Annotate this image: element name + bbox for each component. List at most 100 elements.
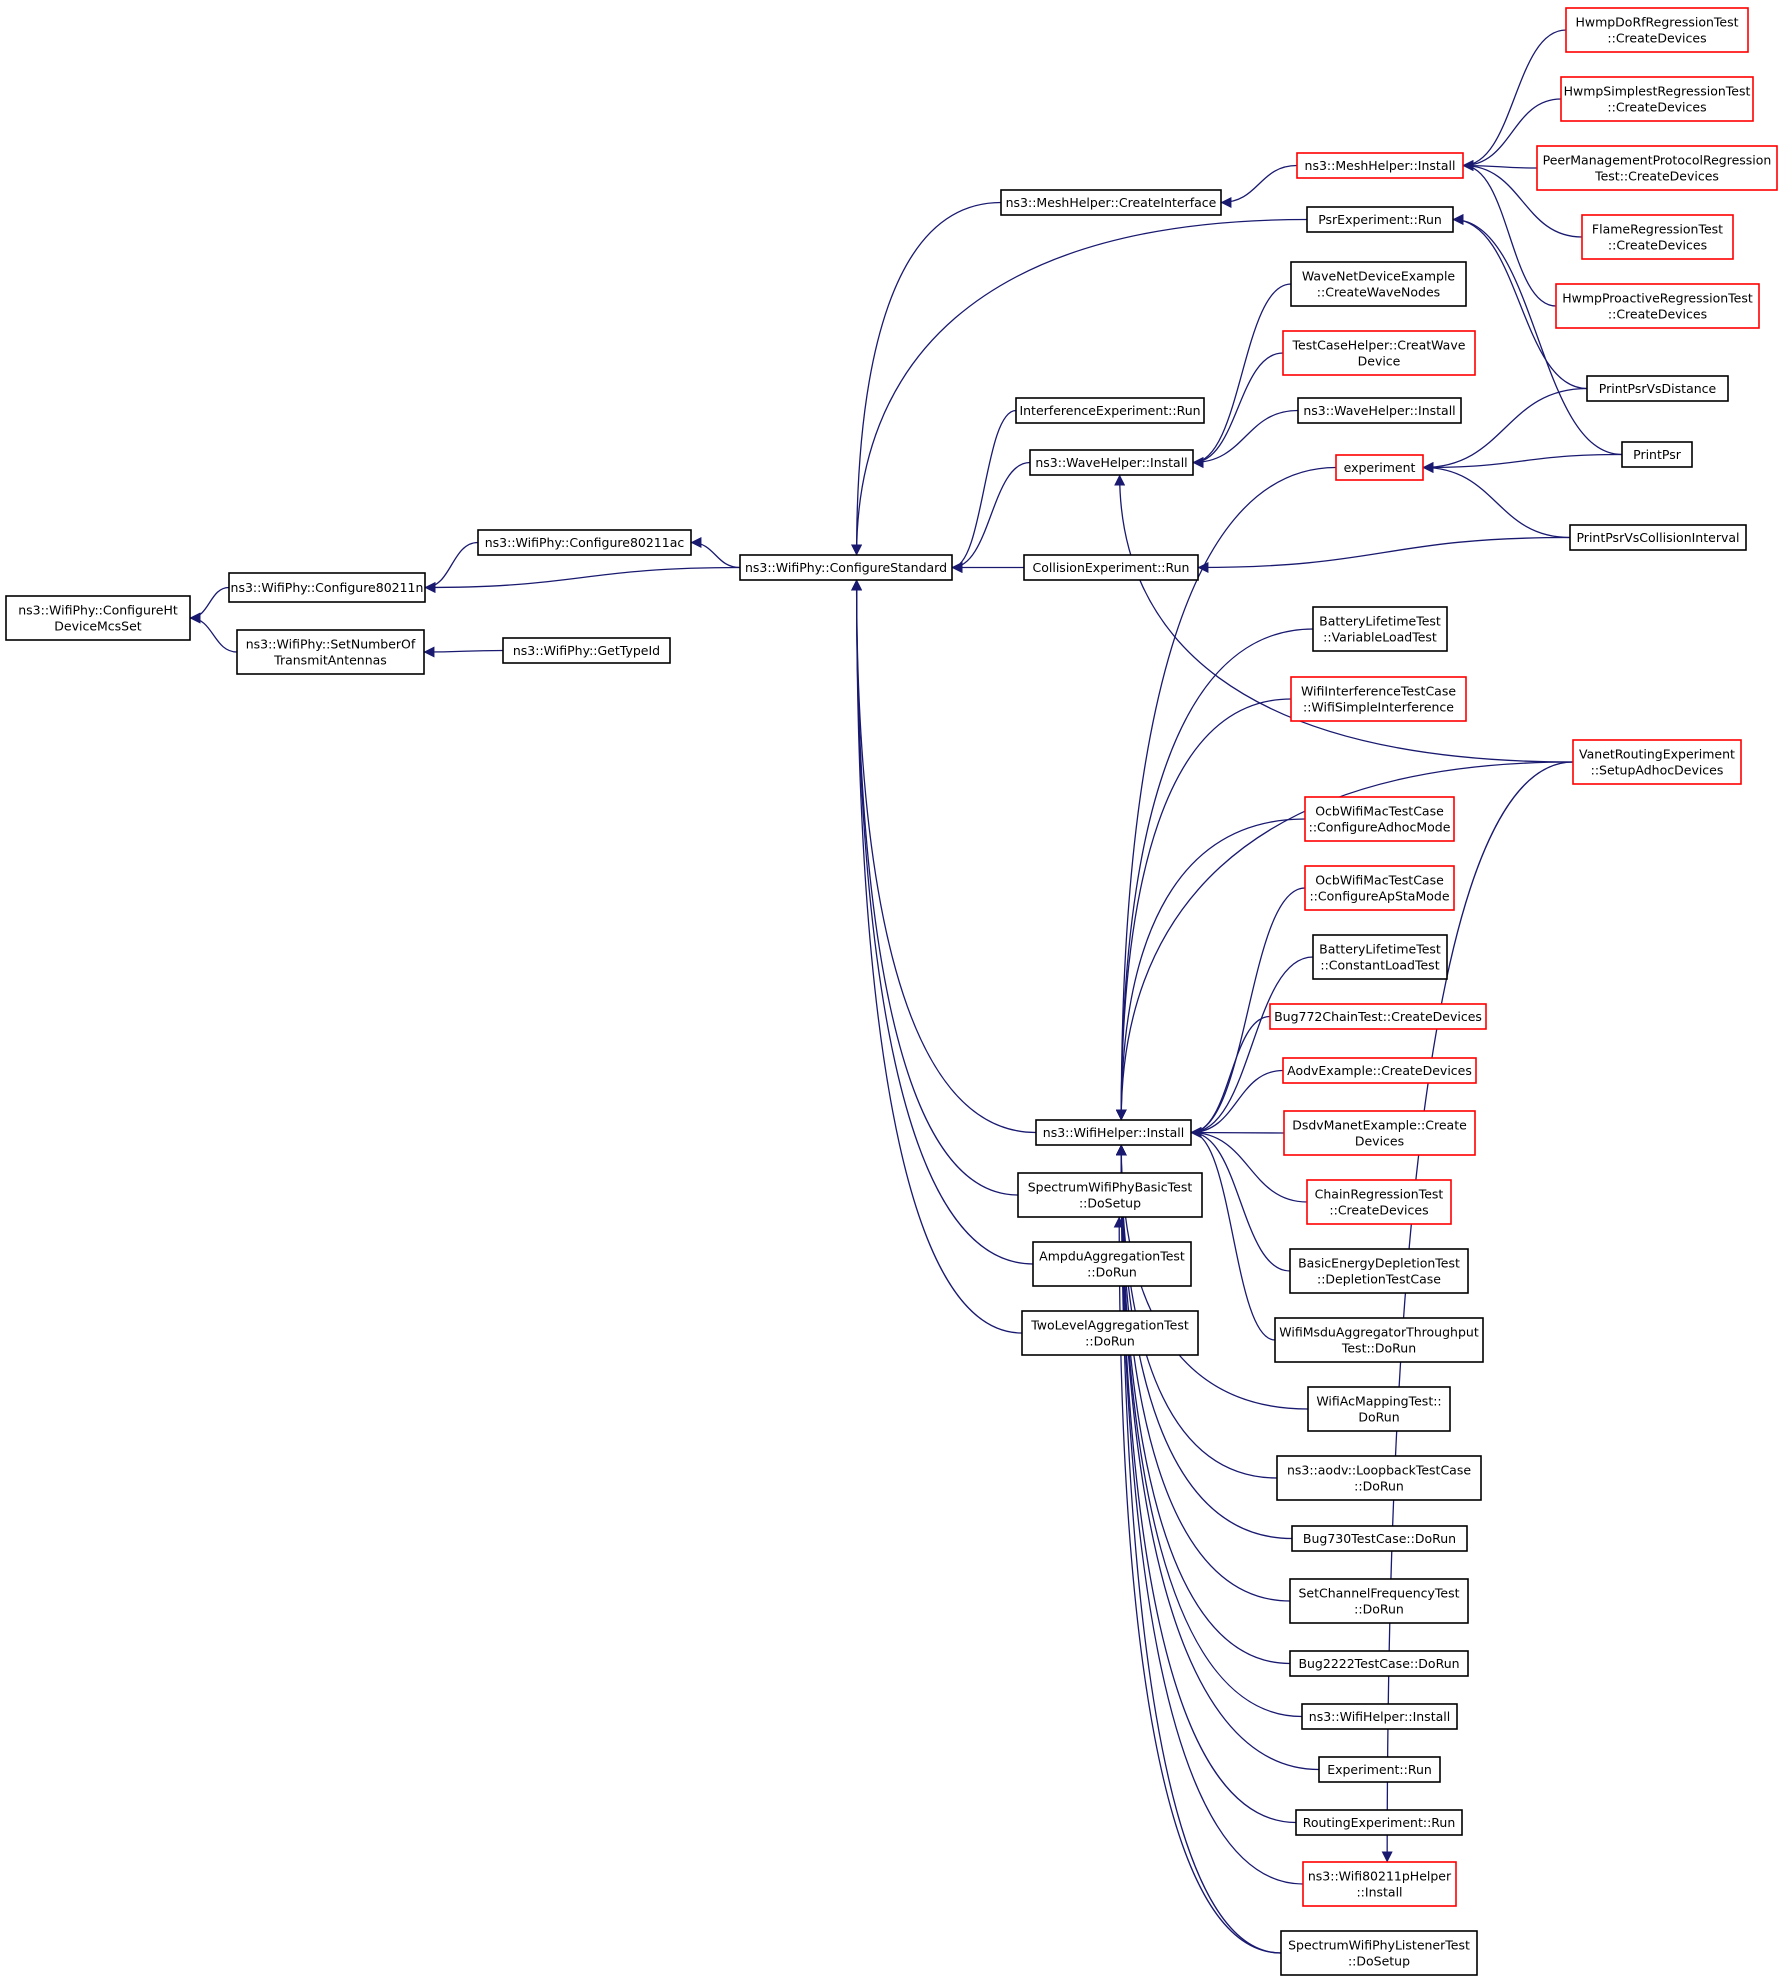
- node-box: [1569, 524, 1747, 551]
- node-wifiAcMapping[interactable]: WifiAcMappingTest::DoRun: [1307, 1386, 1451, 1432]
- node-twoLevel[interactable]: TwoLevelAggregationTest::DoRun: [1021, 1310, 1199, 1356]
- edge-testCaseHelper-to-waveInstall: [1192, 352, 1284, 468]
- node-setNumTx[interactable]: ns3::WifiPhy::SetNumberOfTransmitAntenna…: [236, 629, 425, 675]
- node-ampdu[interactable]: AmpduAggregationTest::DoRun: [1032, 1241, 1192, 1287]
- node-box: [1015, 397, 1205, 424]
- node-experiment[interactable]: experiment: [1335, 454, 1424, 481]
- node-waveHelperInstall2[interactable]: ns3::WaveHelper::Install: [1297, 397, 1462, 424]
- node-label: HwmpDoRfRegressionTest: [1575, 15, 1738, 30]
- node-label: WifiMsduAggregatorThroughput: [1279, 1325, 1479, 1340]
- node-interfExpRun[interactable]: InterferenceExperiment::Run: [1015, 397, 1205, 424]
- node-bug730[interactable]: Bug730TestCase::DoRun: [1291, 1525, 1468, 1552]
- node-bug772[interactable]: Bug772ChainTest::CreateDevices: [1269, 1003, 1487, 1030]
- node-label: Device: [1358, 354, 1401, 369]
- node-box: [1283, 1110, 1476, 1156]
- node-label: Bug2222TestCase::DoRun: [1298, 1656, 1459, 1671]
- edge-meshInstall-to-meshCreateIf: [1220, 164, 1298, 208]
- node-c80211n[interactable]: ns3::WifiPhy::Configure80211n: [228, 572, 426, 603]
- node-c80211ac[interactable]: ns3::WifiPhy::Configure80211ac: [477, 529, 692, 556]
- edge-printPsrVsDist-to-psrExpRun: [1452, 214, 1588, 390]
- node-hwmpDoRf[interactable]: HwmpDoRfRegressionTest::CreateDevices: [1565, 7, 1749, 53]
- node-box: [1555, 283, 1760, 329]
- node-wifi80211p[interactable]: ns3::Wifi80211pHelper::Install: [1302, 1861, 1457, 1907]
- edge-interfExpRun-to-configStd: [951, 409, 1017, 573]
- node-peerMgmt[interactable]: PeerManagementProtocolRegressionTest::Cr…: [1536, 145, 1778, 191]
- node-label: DsdvManetExample::Create: [1292, 1118, 1467, 1133]
- node-waveInstall[interactable]: ns3::WaveHelper::Install: [1029, 449, 1194, 476]
- node-label: PrintPsr: [1633, 447, 1682, 462]
- node-basicEnergy[interactable]: BasicEnergyDepletionTest::DepletionTestC…: [1289, 1248, 1469, 1294]
- node-hwmpSimplest[interactable]: HwmpSimplestRegressionTest::CreateDevice…: [1560, 76, 1754, 122]
- node-meshCreateIf[interactable]: ns3::MeshHelper::CreateInterface: [1000, 189, 1222, 216]
- node-box: [1290, 261, 1467, 307]
- node-label: PeerManagementProtocolRegression: [1543, 153, 1772, 168]
- node-box: [5, 595, 191, 641]
- node-chainRegr[interactable]: ChainRegressionTest::CreateDevices: [1306, 1179, 1452, 1225]
- node-printPsrVsDist[interactable]: PrintPsrVsDistance: [1586, 375, 1729, 402]
- node-label: Test::DoRun: [1341, 1341, 1416, 1356]
- node-hwmpProactive[interactable]: HwmpProactiveRegressionTest::CreateDevic…: [1555, 283, 1760, 329]
- node-printPsrVsColl[interactable]: PrintPsrVsCollisionInterval: [1569, 524, 1747, 551]
- node-box: [1560, 76, 1754, 122]
- node-ocbApSta[interactable]: OcbWifiMacTestCase::ConfigureApStaMode: [1304, 865, 1455, 911]
- edge-wifiHelperInstall-to-configStd: [851, 579, 1037, 1134]
- node-box: [1586, 375, 1729, 402]
- edge-hwmpProactive-to-meshInstall: [1462, 160, 1557, 307]
- node-ocbAdhoc[interactable]: OcbWifiMacTestCase::ConfigureAdhocMode: [1304, 796, 1455, 842]
- edge-setNumTx-to-root: [189, 612, 238, 653]
- node-label: TwoLevelAggregationTest: [1030, 1318, 1189, 1333]
- node-collExpRun[interactable]: CollisionExperiment::Run: [1023, 554, 1199, 581]
- node-box: [1307, 1386, 1451, 1432]
- node-routingExpRun[interactable]: RoutingExperiment::Run: [1295, 1809, 1463, 1836]
- node-configStd[interactable]: ns3::WifiPhy::ConfigureStandard: [739, 554, 953, 581]
- node-box: [1306, 206, 1454, 233]
- node-getTypeId[interactable]: ns3::WifiPhy::GetTypeId: [502, 637, 671, 664]
- node-wifiHelperInstall2[interactable]: ns3::WifiHelper::Install: [1301, 1703, 1458, 1730]
- node-label: ns3::WifiHelper::Install: [1309, 1709, 1450, 1724]
- node-label: ::CreateDevices: [1607, 31, 1706, 46]
- node-label: FlameRegressionTest: [1592, 222, 1723, 237]
- node-spectrumBasic[interactable]: SpectrumWifiPhyBasicTest::DoSetup: [1017, 1172, 1203, 1218]
- node-label: ::ConstantLoadTest: [1320, 958, 1439, 973]
- node-aodvExample[interactable]: AodvExample::CreateDevices: [1282, 1057, 1477, 1084]
- node-setChanFreq[interactable]: SetChannelFrequencyTest::DoRun: [1289, 1578, 1469, 1624]
- node-label: ns3::MeshHelper::Install: [1305, 158, 1456, 173]
- edge-wifiMsdu-to-wifiHelperInstall: [1190, 1127, 1276, 1341]
- node-waveNetDev[interactable]: WaveNetDeviceExample::CreateWaveNodes: [1290, 261, 1467, 307]
- node-psrExpRun[interactable]: PsrExperiment::Run: [1306, 206, 1454, 233]
- node-bug2222[interactable]: Bug2222TestCase::DoRun: [1289, 1650, 1469, 1677]
- node-label: PrintPsrVsCollisionInterval: [1576, 530, 1739, 545]
- node-label: Test::CreateDevices: [1594, 169, 1719, 184]
- edge-getTypeId-to-setNumTx: [423, 646, 504, 658]
- node-label: Devices: [1355, 1134, 1404, 1149]
- node-wifiHelperInstall[interactable]: ns3::WifiHelper::Install: [1035, 1119, 1192, 1146]
- node-box: [1312, 934, 1448, 980]
- edge-configStd-to-c80211n: [424, 566, 741, 593]
- node-box: [1023, 554, 1199, 581]
- node-box: [1318, 1756, 1441, 1783]
- node-label: BasicEnergyDepletionTest: [1298, 1256, 1460, 1271]
- node-box: [1289, 1248, 1469, 1294]
- node-spectrumListener[interactable]: SpectrumWifiPhyListenerTest::DoSetup: [1280, 1930, 1478, 1976]
- node-meshInstall[interactable]: ns3::MeshHelper::Install: [1296, 152, 1464, 179]
- edge-ampdu-to-configStd: [851, 579, 1034, 1265]
- node-vanetRouting[interactable]: VanetRoutingExperiment::SetupAdhocDevice…: [1572, 739, 1742, 785]
- node-label: ::DoSetup: [1079, 1196, 1141, 1211]
- node-flameRegr[interactable]: FlameRegressionTest::CreateDevices: [1581, 214, 1734, 260]
- node-wifiInterf[interactable]: WifiInterferenceTestCase::WifiSimpleInte…: [1290, 676, 1467, 722]
- node-label: CollisionExperiment::Run: [1033, 560, 1190, 575]
- node-batteryConst[interactable]: BatteryLifetimeTest::ConstantLoadTest: [1312, 934, 1448, 980]
- edge-spectrumBasic-to-configStd: [851, 579, 1019, 1196]
- node-aodvLoopback[interactable]: ns3::aodv::LoopbackTestCase::DoRun: [1276, 1455, 1482, 1501]
- node-label: experiment: [1344, 460, 1416, 475]
- node-label: ::Install: [1356, 1885, 1402, 1900]
- node-experimentRun[interactable]: Experiment::Run: [1318, 1756, 1441, 1783]
- node-printPsr[interactable]: PrintPsr: [1621, 441, 1693, 468]
- node-batteryVar[interactable]: BatteryLifetimeTest::VariableLoadTest: [1312, 606, 1448, 652]
- node-dsdvManet[interactable]: DsdvManetExample::CreateDevices: [1283, 1110, 1476, 1156]
- edge-printPsrVsColl-to-collExpRun: [1197, 536, 1571, 573]
- node-box: [1276, 1455, 1482, 1501]
